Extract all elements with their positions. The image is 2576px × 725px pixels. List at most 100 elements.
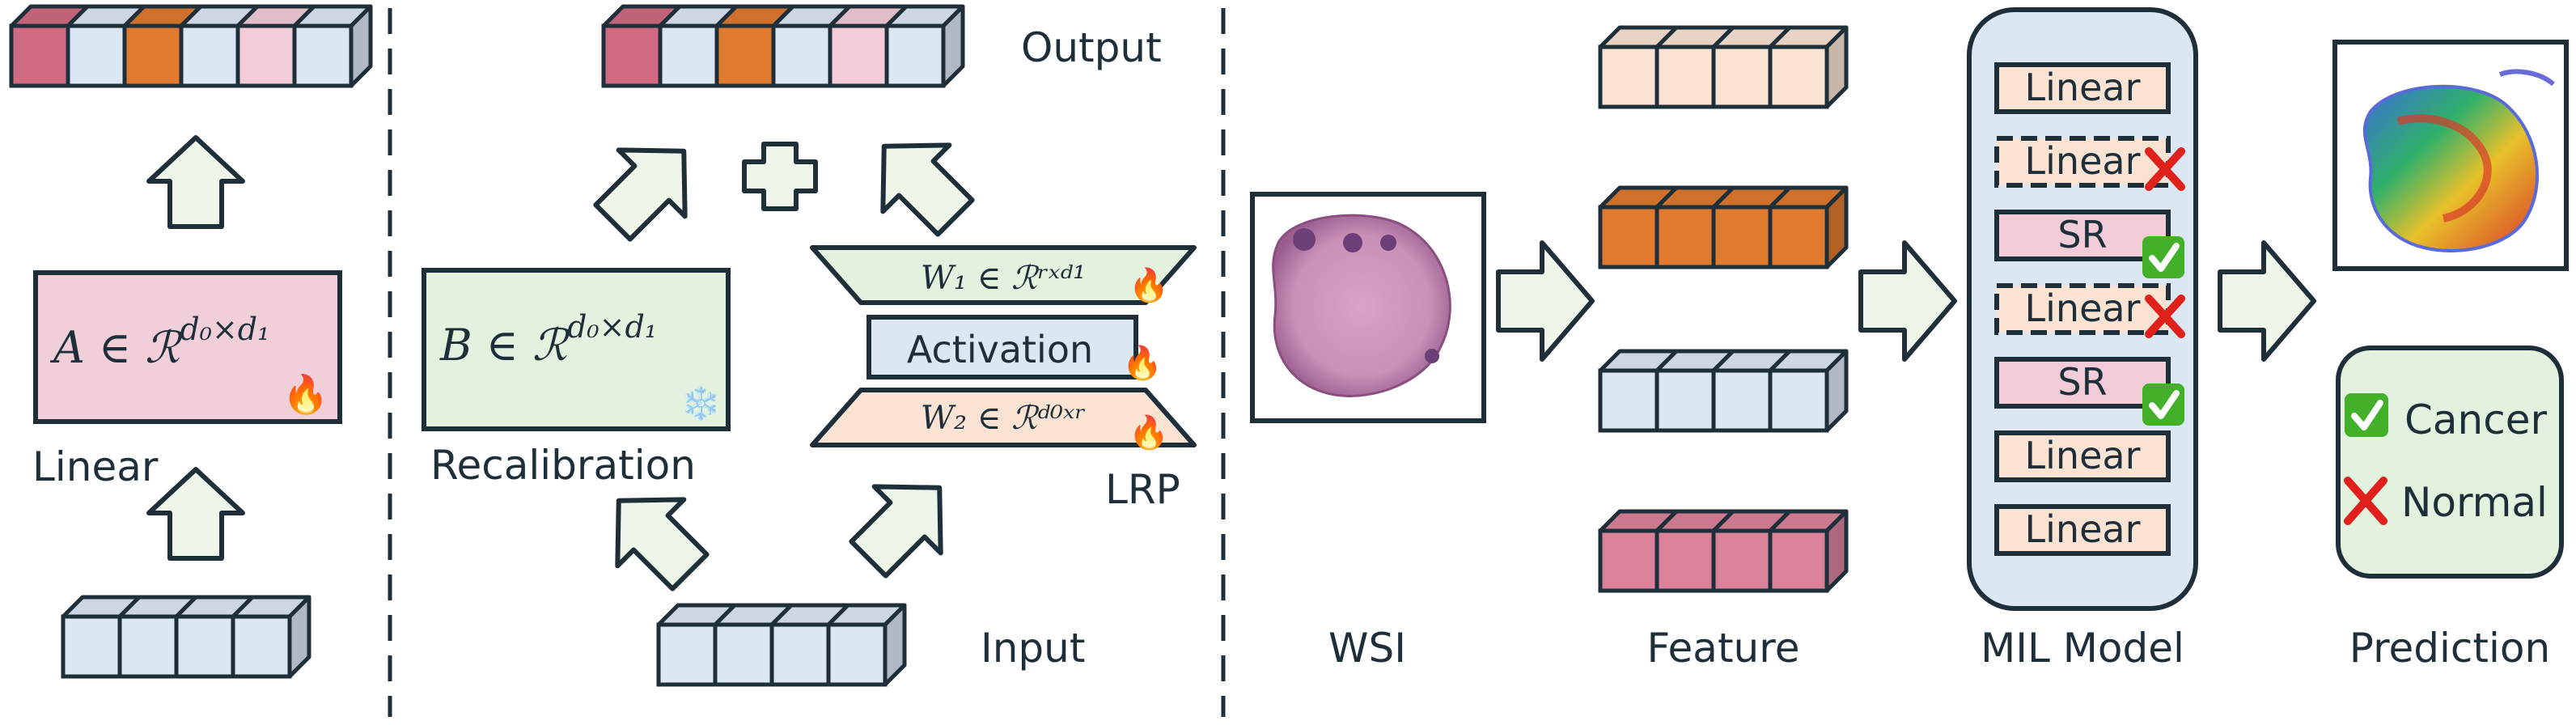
cube-cell: [884, 23, 946, 88]
up-arrow-icon: [593, 147, 688, 242]
mil-layer-linear: Linear: [1994, 504, 2171, 556]
check-icon: [2345, 393, 2388, 437]
snowflake-icon: ❄️: [680, 384, 721, 422]
mil-layer-box: [1994, 504, 2171, 556]
cube-cell: [771, 23, 833, 88]
fire-icon: 🔥: [1129, 266, 1169, 304]
feature-strip-4: [1598, 509, 1849, 593]
cube-cell: [1654, 45, 1716, 109]
cube-cell: [714, 23, 776, 88]
cube-cell: [1768, 528, 1829, 593]
fire-icon: 🔥: [282, 372, 328, 416]
cube-cell: [122, 23, 184, 88]
lrp-activation: [866, 315, 1138, 379]
up-arrow-icon: [880, 142, 975, 237]
cube-cell: [1598, 205, 1659, 269]
input-strip-linear: [61, 595, 311, 679]
right-arrow-icon: [1858, 240, 1957, 362]
mil-layer-sr: SR: [1994, 357, 2184, 426]
cube-cell: [1654, 205, 1716, 269]
up-arrow-icon: [146, 467, 245, 561]
up-arrow-icon: [615, 497, 710, 591]
input-label: Input: [981, 625, 1085, 672]
activation-label: Activation: [907, 328, 1093, 371]
cube-cell: [179, 23, 240, 88]
tissue-spot: [1380, 235, 1396, 251]
lrp-w2-formula: W₂ ∈ ℛᵈ⁰ˣʳ: [921, 400, 1086, 437]
cube-side: [349, 4, 373, 88]
mil-layer-label: Linear: [2025, 507, 2141, 551]
mil-layer-box: [1994, 357, 2171, 409]
cube-side: [1824, 509, 1849, 593]
tissue-spot: [1343, 233, 1362, 252]
cube-cell: [9, 23, 70, 88]
feature-strips: [9, 4, 1849, 687]
cube-cell: [1768, 205, 1829, 269]
cube-cell: [1768, 368, 1829, 433]
linear-weight-box: [33, 270, 342, 424]
cube-cell: [601, 23, 663, 88]
cube-cell: [1711, 45, 1773, 109]
cube-cell: [658, 23, 719, 88]
recalibration-label: Recalibration: [430, 442, 696, 489]
cross-icon: [2145, 147, 2185, 191]
cube-cell: [1768, 45, 1829, 109]
wsi-label: WSI: [1328, 625, 1406, 672]
cube-cell: [231, 614, 292, 679]
feature-label: Feature: [1647, 625, 1800, 672]
cube-cell: [713, 622, 774, 687]
prediction-label: Prediction: [2349, 625, 2550, 672]
mil-layer-box: [1994, 62, 2171, 114]
recalibration-weight-formula: B ∈ ℛd₀×d₁: [439, 309, 657, 371]
cross-icon: [2344, 477, 2387, 525]
cube-side: [1824, 25, 1849, 109]
fire-icon: 🔥: [1129, 413, 1169, 452]
mil-layer-label: Linear: [2025, 286, 2141, 330]
mil-model-label: MIL Model: [1981, 625, 2184, 672]
legend-item-normal: Normal: [2344, 477, 2548, 526]
cube-cell: [1711, 528, 1773, 593]
linear-label: Linear: [32, 443, 159, 490]
output-label: Output: [1021, 24, 1162, 71]
cross-icon: [2145, 295, 2185, 338]
linear-weight-formula: A ∈ ℛd₀×d₁: [49, 312, 269, 373]
cube-cell: [1598, 528, 1659, 593]
legend-item-cancer: Cancer: [2345, 393, 2547, 443]
feature-strip-3: [1598, 349, 1849, 433]
heatmap-edge: [2498, 69, 2555, 87]
right-arrow-icon: [1496, 240, 1595, 362]
check-icon: [2142, 236, 2184, 278]
output-strip-recalibration: [601, 4, 965, 88]
cube-cell: [1654, 368, 1716, 433]
lrp-w1-formula: W₁ ∈ ℛʳˣᵈ¹: [921, 260, 1086, 297]
mil-layer-sr: SR: [1994, 210, 2184, 278]
cube-cell: [828, 23, 889, 88]
up-arrow-icon: [146, 135, 245, 229]
cube-cell: [292, 23, 354, 88]
mil-layer-label: SR: [2057, 360, 2107, 404]
cube-cell: [826, 622, 888, 687]
tissue-icon: [1272, 214, 1451, 397]
heatmap-hotspot: [2396, 114, 2492, 223]
cube-cell: [61, 614, 122, 679]
output-strip-linear: [9, 4, 373, 88]
feature-strip-1: [1598, 25, 1849, 109]
cube-cell: [66, 23, 127, 88]
cube-side: [883, 603, 907, 687]
up-arrow-icon: [849, 484, 943, 579]
cube-side: [1824, 349, 1849, 433]
legend-label: Normal: [2401, 479, 2548, 526]
prediction-legend: [2336, 346, 2564, 579]
legend-label: Cancer: [2404, 396, 2547, 443]
cube-cell: [1654, 528, 1716, 593]
heatmap-icon: [2362, 84, 2540, 252]
input-strip-recalibration: [656, 603, 907, 687]
mil-layer-box: [1994, 210, 2171, 261]
cube-side: [941, 4, 965, 88]
lrp-down-projection: [810, 245, 1197, 305]
cube-cell: [1598, 368, 1659, 433]
mil-layer-box: [1994, 430, 2171, 482]
mil-layer-label: SR: [2057, 213, 2107, 257]
